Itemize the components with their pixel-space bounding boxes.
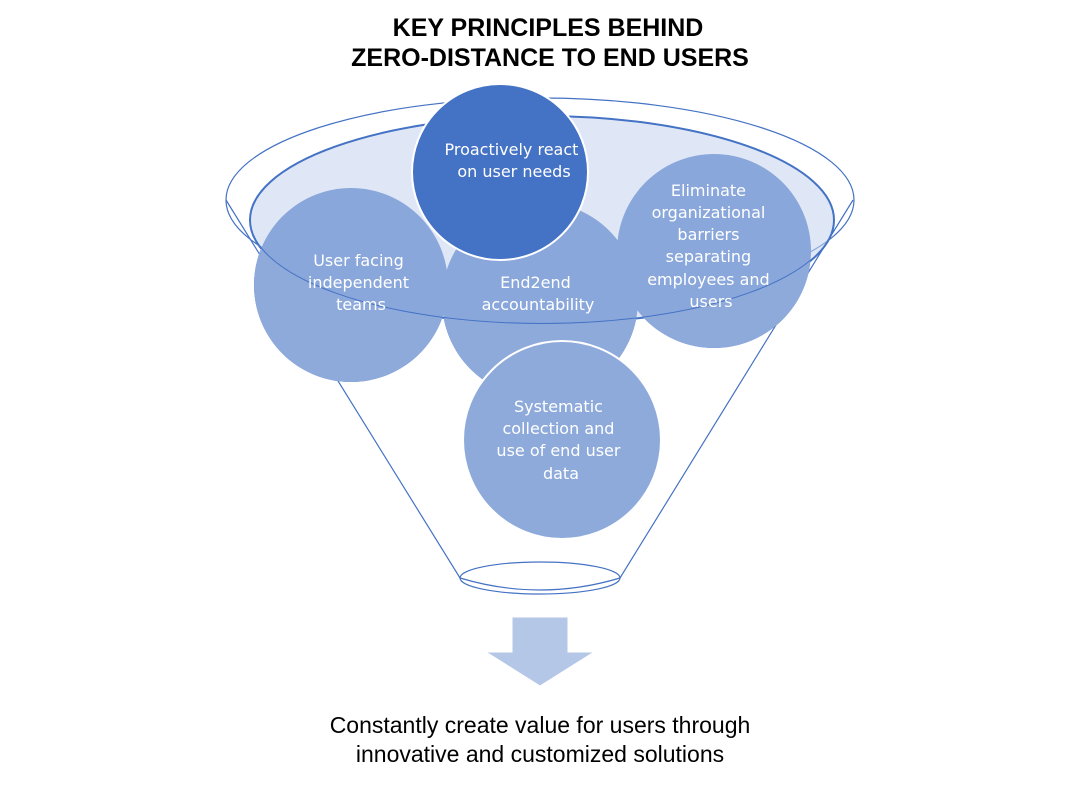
down-arrow-icon — [484, 616, 596, 687]
diagram-title-line-2: ZERO-DISTANCE TO END USERS — [351, 44, 749, 72]
diagram-title-line-1: KEY PRINCIPLES BEHIND — [393, 14, 704, 42]
funnel-body — [225, 199, 854, 591]
label-systematic-collection: Systematic collection and use of end use… — [496, 397, 625, 483]
label-end2end-accountability: End2end accountability — [482, 273, 595, 314]
label-eliminate-barriers: Eliminate organizational barriers separa… — [647, 181, 775, 311]
circle-proactively-react — [411, 83, 589, 261]
label-user-facing-teams: User facing independent teams — [308, 251, 414, 314]
label-proactively-react: Proactively react on user needs — [444, 140, 583, 181]
outcome-line-1: Constantly create value for users throug… — [330, 712, 751, 738]
circle-systematic-collection — [462, 340, 662, 540]
outcome-line-2: innovative and customized solutions — [356, 741, 724, 767]
funnel-bottom-rim — [459, 561, 621, 595]
